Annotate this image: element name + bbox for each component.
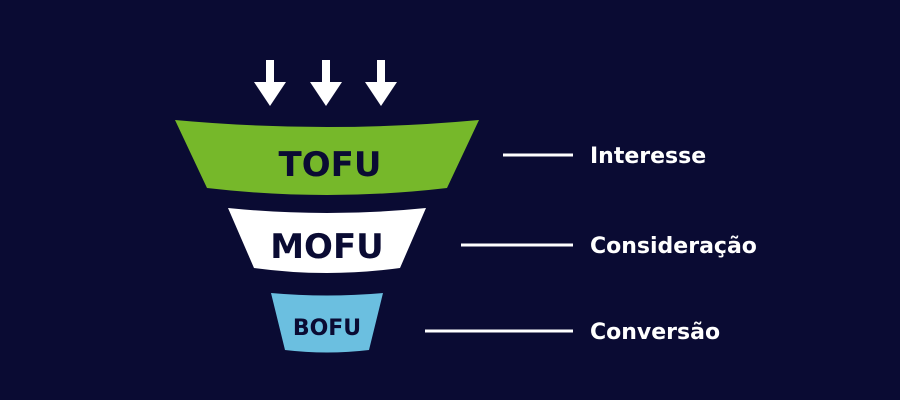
mofu-stage-name: MOFU [270,227,384,267]
down-arrow-icon [254,60,286,106]
stage-tofu: TOFU [175,120,479,195]
down-arrow-icon [310,60,342,106]
down-arrows [254,60,397,106]
tofu-stage-label: Interesse [590,144,706,169]
tofu-band [175,120,479,195]
mofu-stage-label: Consideração [590,234,757,259]
bofu-stage-label: Conversão [590,320,720,345]
stage-bofu: BOFU [271,293,383,353]
stage-mofu: MOFU [228,208,426,273]
tofu-stage-name: TOFU [279,145,382,185]
down-arrow-icon [365,60,397,106]
mofu-band [228,208,426,273]
bofu-stage-name: BOFU [293,316,361,341]
bofu-band [271,293,383,353]
